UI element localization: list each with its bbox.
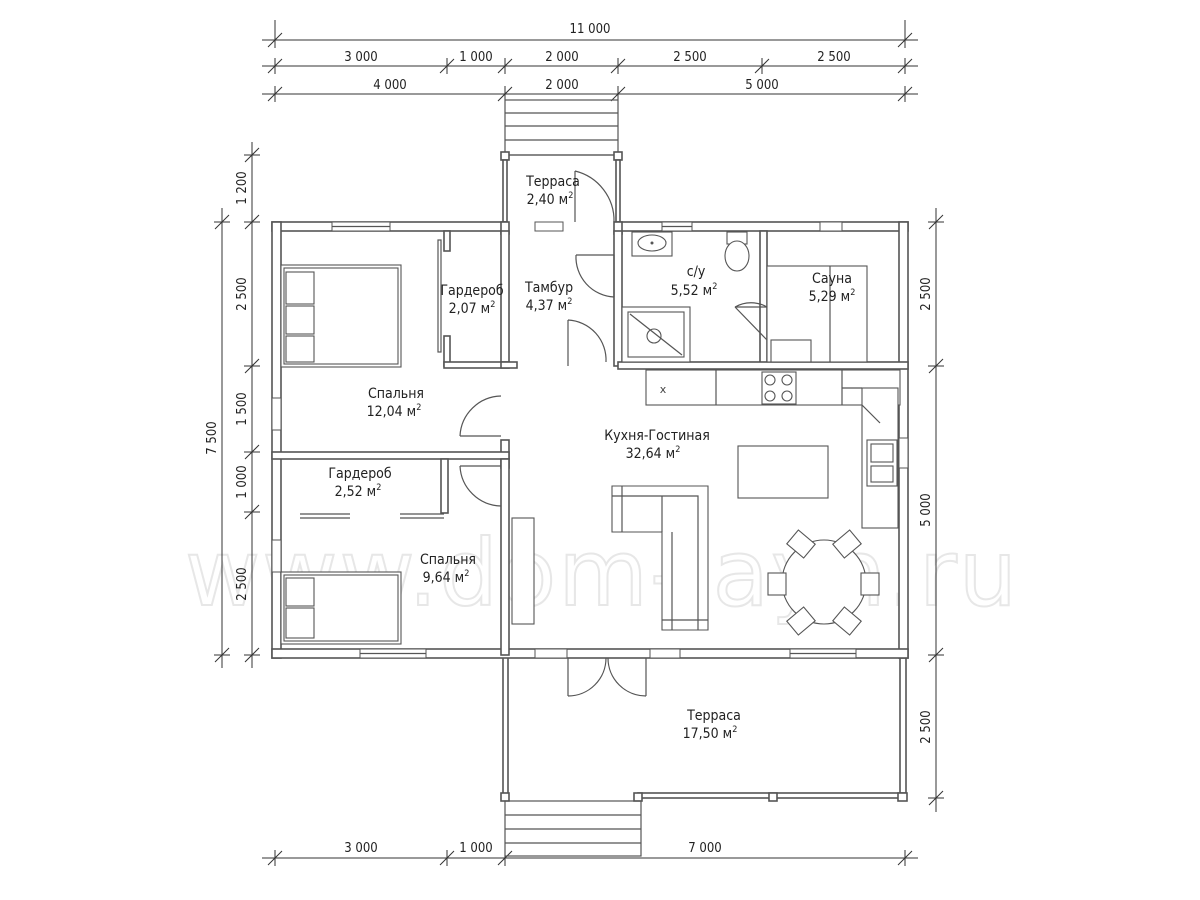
dim-right-2: 5 000 — [919, 493, 934, 526]
kitchen-island — [737, 445, 829, 499]
windows — [271, 221, 909, 659]
dimension-lines — [214, 20, 944, 866]
dim-top2-3: 5 000 — [745, 78, 778, 93]
dim-top-5: 2 500 — [817, 50, 850, 65]
svg-text:5,29 м2: 5,29 м2 — [809, 288, 856, 305]
tv-stand — [511, 517, 535, 625]
room-name-bedroom-1: Спальня — [368, 386, 424, 402]
dim-bottom-1: 3 000 — [344, 841, 377, 856]
dining-table-icon — [781, 539, 867, 625]
room-area-wardrobe-2: 2,52 м — [335, 484, 377, 500]
dim-left-total: 7 500 — [205, 421, 220, 454]
dimension-texts: 11 000 3 000 1 000 2 000 2 500 2 500 4 0… — [205, 22, 934, 856]
dim-bottom-2: 1 000 — [459, 841, 492, 856]
dim-right-3: 2 500 — [919, 710, 934, 743]
room-name-kitchen-living: Кухня-Гостиная — [604, 428, 710, 444]
room-area-terrace-front: 2,40 м — [527, 192, 569, 208]
svg-text:2,40 м2: 2,40 м2 — [527, 191, 574, 208]
dim-top-4: 2 500 — [673, 50, 706, 65]
dim-bottom-3: 7 000 — [688, 841, 721, 856]
room-area-terrace-rear: 17,50 м — [683, 726, 733, 742]
rear-terrace — [500, 654, 908, 857]
dim-right-1: 2 500 — [919, 277, 934, 310]
room-area-bathroom: 5,52 м — [671, 283, 713, 299]
room-name-bathroom: с/у — [687, 264, 706, 280]
svg-text:12,04 м2: 12,04 м2 — [367, 403, 422, 420]
svg-text:17,50 м2: 17,50 м2 — [683, 725, 738, 742]
chair-icon — [767, 529, 880, 636]
room-name-bedroom-2: Спальня — [420, 552, 476, 568]
room-area-vestibule: 4,37 м — [526, 298, 568, 314]
dim-top-1: 3 000 — [344, 50, 377, 65]
room-labels: Терраса 2,40 м2 Гардероб 2,07 м2 Тамбур … — [328, 174, 855, 742]
svg-text:2,52 м2: 2,52 м2 — [335, 483, 382, 500]
dim-left-2: 2 500 — [235, 277, 250, 310]
dim-top-2: 1 000 — [459, 50, 492, 65]
room-area-bedroom-1: 12,04 м — [367, 404, 417, 420]
room-name-terrace-front: Терраса — [525, 174, 580, 190]
svg-text:2,07 м2: 2,07 м2 — [449, 300, 496, 317]
room-name-sauna: Сауна — [812, 271, 852, 287]
room-area-wardrobe-1: 2,07 м — [449, 301, 491, 317]
sofa-icon — [611, 485, 709, 631]
svg-text:9,64 м2: 9,64 м2 — [423, 569, 470, 586]
interior-walls — [271, 230, 909, 656]
furniture: x — [280, 231, 901, 645]
svg-text:32,64 м2: 32,64 м2 — [626, 445, 681, 462]
kitchen-mark: x — [660, 383, 667, 396]
dim-left-4: 1 000 — [235, 465, 250, 498]
room-name-wardrobe-2: Гардероб — [328, 466, 392, 482]
dim-left-3: 1 500 — [235, 392, 250, 425]
svg-text:5,52 м2: 5,52 м2 — [671, 282, 718, 299]
dim-top2-1: 4 000 — [373, 78, 406, 93]
room-area-bedroom-2: 9,64 м — [423, 570, 465, 586]
room-name-wardrobe-1: Гардероб — [440, 283, 504, 299]
room-name-vestibule: Тамбур — [524, 280, 573, 296]
dim-top2-2: 2 000 — [545, 78, 578, 93]
dim-top-total: 11 000 — [570, 22, 611, 37]
room-area-kitchen-living: 32,64 м — [626, 446, 676, 462]
dim-left-5: 2 500 — [235, 567, 250, 600]
room-name-terrace-rear: Терраса — [686, 708, 741, 724]
dim-top-3: 2 000 — [545, 50, 578, 65]
room-area-sauna: 5,29 м — [809, 289, 851, 305]
doors — [459, 170, 768, 697]
dim-left-1: 1 200 — [235, 171, 250, 204]
svg-text:4,37 м2: 4,37 м2 — [526, 297, 573, 314]
